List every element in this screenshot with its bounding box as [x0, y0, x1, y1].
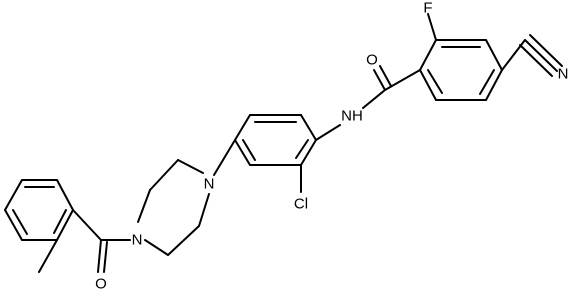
bond [242, 139, 256, 161]
bond [373, 69, 386, 91]
bond [177, 159, 204, 174]
bond [56, 209, 74, 241]
atom-label-nitrogen-nitrile: N [558, 66, 569, 83]
bond [295, 139, 309, 159]
bond [485, 69, 503, 101]
bond [137, 189, 151, 223]
atom-label-fluorine: F [423, 0, 432, 17]
bond [419, 39, 437, 71]
bond [501, 39, 526, 71]
bond [144, 239, 169, 256]
bond [53, 209, 67, 234]
bond [149, 159, 179, 191]
atom-label-nitrogen-piperazine-aryl: N [204, 176, 215, 193]
bond [103, 241, 108, 273]
bond [213, 139, 236, 176]
bond [485, 39, 503, 71]
bond [167, 225, 200, 256]
bond [362, 89, 386, 109]
atom-label-chlorine: Cl [294, 196, 308, 213]
atom-label-nitrogen-piperazine-acyl: N [132, 232, 143, 249]
atom-label-oxygen-amide: O [366, 52, 378, 69]
bond [234, 114, 251, 141]
atom-label-layer: F O N NH N Cl N O [95, 0, 568, 291]
bond [72, 209, 102, 241]
bond [427, 13, 437, 41]
bond [379, 65, 392, 87]
bond [56, 179, 74, 211]
bond [234, 139, 251, 166]
bond [4, 179, 23, 211]
bond [12, 209, 28, 235]
bond [315, 124, 341, 141]
bond [300, 114, 317, 141]
bond [300, 139, 317, 166]
bond-layer [4, 13, 563, 273]
bond [419, 69, 437, 101]
bond [524, 39, 558, 72]
bond [529, 34, 563, 67]
bond [198, 193, 210, 227]
bond [4, 209, 23, 241]
bond [38, 239, 58, 273]
atom-label-amide-nh: NH [341, 108, 363, 125]
atom-label-oxygen-ketone: O [95, 276, 107, 291]
bond [97, 239, 102, 273]
bond [427, 69, 443, 94]
bond [384, 69, 421, 91]
bond [519, 44, 553, 77]
bond [479, 69, 495, 95]
